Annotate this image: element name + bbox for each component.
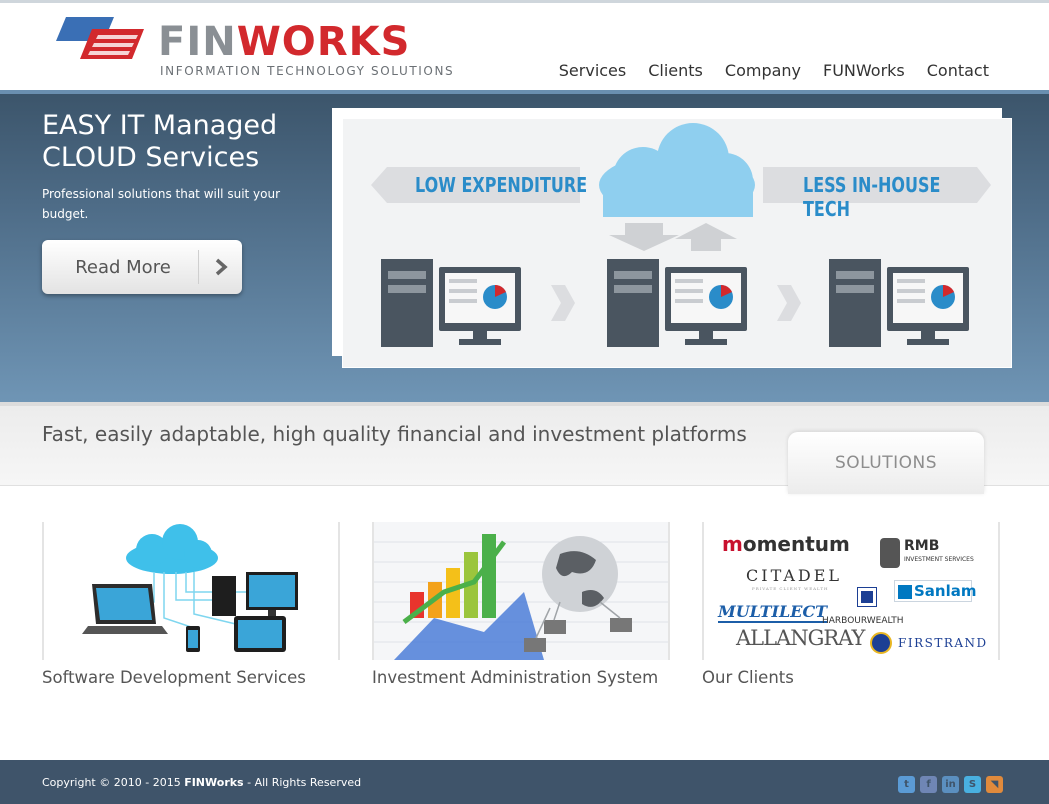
computer-right-icon [829, 259, 969, 347]
chart-globe-icon [374, 522, 668, 660]
chart-globe-image[interactable] [372, 522, 670, 660]
card-caption-clients[interactable]: Our Clients [702, 668, 794, 687]
card-our-clients[interactable]: mmomentumomentum RMB INVESTMENT SERVICES… [702, 522, 1000, 687]
finworks-logo[interactable]: FINWORKS INFORMATION TECHNOLOGY SOLUTION… [52, 15, 472, 79]
client-logo-momentum: mmomentumomentum [722, 532, 850, 556]
client-logo-multilect: MULTILECT [718, 602, 828, 623]
skype-icon[interactable]: S [964, 776, 981, 793]
client-logo-rmb-sub: INVESTMENT SERVICES [904, 556, 974, 563]
logo-wordmark: FINWORKS [158, 21, 410, 63]
logo-word-fin: FIN [158, 19, 237, 65]
client-logo-citadel-sub: PRIVATE CLIENT WEALTH [752, 586, 829, 591]
client-logo-sanlam: Sanlam [898, 582, 977, 600]
client-logos-image[interactable]: mmomentumomentum RMB INVESTMENT SERVICES… [702, 522, 1000, 660]
rmb-lion-icon [880, 538, 900, 568]
firstrand-emblem-icon [870, 632, 892, 654]
client-logo-citadel: CITADEL [746, 566, 843, 585]
logo-flag-icon [56, 17, 144, 59]
read-more-label: Read More [75, 256, 171, 278]
client-logo-sanlam-box [894, 580, 972, 602]
hero-title-line1: EASY IT Managed [42, 110, 278, 141]
logo-word-works: WORKS [236, 19, 411, 65]
nav-contact[interactable]: Contact [926, 61, 989, 80]
chevron-right-icon [198, 250, 242, 284]
nav-services[interactable]: Services [558, 61, 627, 80]
social-links: t f in S ◥ [898, 776, 1003, 793]
tagline-band: Fast, easily adaptable, high quality fin… [0, 402, 1049, 494]
card-caption-software[interactable]: Software Development Services [42, 668, 306, 687]
linkedin-icon[interactable]: in [942, 776, 959, 793]
less-in-house-tech-label: LESS IN-HOUSE TECH [803, 173, 941, 221]
twitter-icon[interactable]: t [898, 776, 915, 793]
copyright-suffix: - All Rights Reserved [243, 776, 362, 789]
card-software-development[interactable]: Software Development Services [42, 522, 340, 687]
nav-funworks[interactable]: FUNWorks [823, 61, 905, 80]
momentum-m-mark: m [722, 532, 743, 556]
client-logo-rmb: RMB [904, 538, 940, 554]
right-arrow-banner [763, 167, 991, 203]
nav-company[interactable]: Company [724, 61, 802, 80]
copyright-text: Copyright © 2010 - 2015 FINWorks - All R… [42, 776, 361, 789]
site-footer: Copyright © 2010 - 2015 FINWorks - All R… [0, 760, 1049, 804]
hero-subtitle: Professional solutions that will suit yo… [42, 187, 281, 221]
up-arrow-icon [675, 223, 737, 251]
cloud-icon [599, 123, 755, 217]
site-header: FINWORKS INFORMATION TECHNOLOGY SOLUTION… [0, 0, 1049, 90]
hero-banner: EASY IT Managed CLOUD Services Professio… [0, 90, 1049, 402]
cloud-devices-image[interactable] [42, 522, 340, 660]
client-logo-allangray: ALLANGRAY [736, 626, 865, 650]
cloud-diagram-slide[interactable]: LOW EXPENDITURE LESS IN-HOUSE TECH [342, 118, 1012, 368]
band-tagline: Fast, easily adaptable, high quality fin… [42, 422, 747, 446]
hero-title: EASY IT Managed CLOUD Services [42, 110, 277, 174]
low-expenditure-label: LOW EXPENDITURE [415, 173, 588, 197]
card-caption-investment[interactable]: Investment Administration System [372, 668, 659, 687]
client-logo-harbourwealth: HARBOURWEALTH [822, 616, 904, 626]
copyright-brand: FINWorks [184, 776, 244, 789]
client-logo-sanlam-text: Sanlam [914, 582, 977, 600]
copyright-prefix: Copyright © 2010 - 2015 [42, 776, 185, 789]
cloud-diagram-illustration [371, 123, 991, 347]
client-logo-firstrand: FIRSTRAND [898, 636, 988, 650]
hero-title-line2: CLOUD Services [42, 142, 260, 173]
right-chevron-arrow-1 [551, 285, 575, 321]
sanlam-house-icon [898, 584, 912, 599]
down-arrow-icon [609, 223, 679, 251]
card-investment-admin[interactable]: Investment Administration System [372, 522, 670, 687]
harbourwealth-mark-icon [857, 587, 877, 607]
computer-left-icon [381, 259, 521, 347]
facebook-icon[interactable]: f [920, 776, 937, 793]
cloud-devices-icon [82, 524, 298, 652]
nav-clients[interactable]: Clients [648, 61, 703, 80]
solutions-tab-label: SOLUTIONS [834, 453, 938, 473]
left-arrow-banner [371, 167, 580, 203]
read-more-button[interactable]: Read More [42, 240, 242, 294]
solutions-tab[interactable]: SOLUTIONS [788, 432, 984, 494]
rss-icon[interactable]: ◥ [986, 776, 1003, 793]
main-nav: Services Clients Company FUNWorks Contac… [559, 61, 989, 80]
computer-middle-icon [607, 259, 747, 347]
logo-tagline: INFORMATION TECHNOLOGY SOLUTIONS [160, 64, 455, 78]
right-chevron-arrow-2 [777, 285, 801, 321]
